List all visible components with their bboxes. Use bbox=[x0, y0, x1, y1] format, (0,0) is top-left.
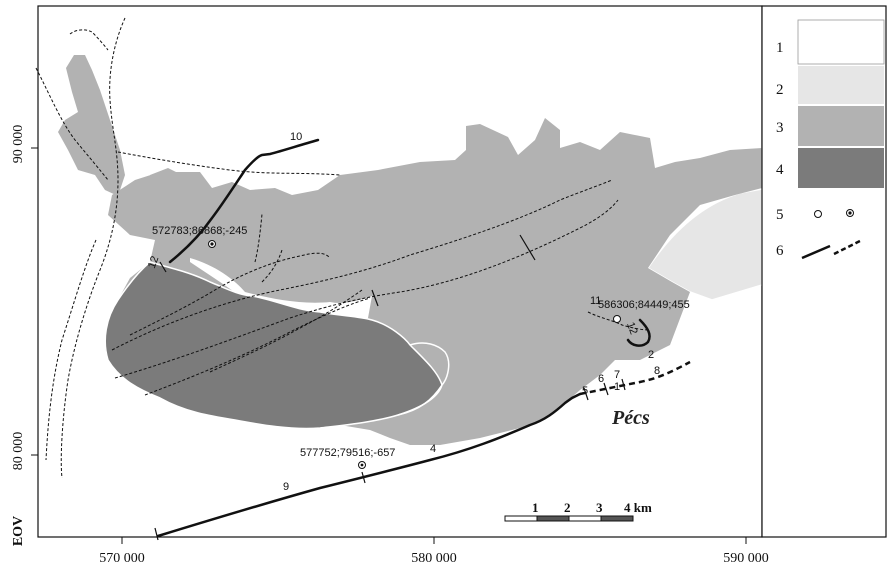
point-label-1: 572783;86868;-245 bbox=[152, 225, 247, 237]
scale-label-3: 3 bbox=[596, 500, 603, 515]
line-num-10: 10 bbox=[290, 131, 302, 143]
borehole-2-marker bbox=[613, 315, 621, 323]
points bbox=[208, 240, 621, 469]
fault-4 bbox=[144, 297, 371, 396]
legend-num-2: 2 bbox=[776, 82, 784, 98]
fault-5 bbox=[209, 289, 363, 373]
x-tick-label-590: 590 000 bbox=[723, 551, 769, 566]
legend-swatch-4 bbox=[798, 148, 884, 188]
legend-swatch-1 bbox=[797, 19, 885, 65]
legend-symbol-5b-dot bbox=[848, 211, 852, 215]
tick-d bbox=[371, 289, 379, 307]
scale-bar bbox=[504, 515, 634, 522]
line-10 bbox=[168, 138, 320, 264]
city-label: Pécs bbox=[611, 407, 650, 429]
x-tick-label-580: 580 000 bbox=[411, 551, 457, 566]
tick-a bbox=[154, 527, 159, 541]
region-class1-gap bbox=[190, 258, 372, 320]
point-label-3: 577752;79516;-657 bbox=[300, 447, 395, 459]
legend-num-4: 4 bbox=[776, 162, 784, 178]
fault-7 bbox=[254, 213, 263, 263]
line-num-1: 1 bbox=[614, 381, 620, 393]
solid-lines bbox=[156, 138, 651, 538]
legend-symbol-6-dashed bbox=[833, 238, 863, 256]
tick-g bbox=[621, 378, 626, 391]
tick-h bbox=[159, 261, 167, 273]
legend-symbol-6-solid bbox=[801, 244, 831, 260]
legend-swatch-3 bbox=[798, 106, 884, 146]
line-num-2: 2 bbox=[648, 349, 654, 361]
fault-3 bbox=[129, 252, 331, 336]
fault-11 bbox=[587, 311, 651, 331]
line-num-12-east: 12 bbox=[624, 321, 639, 337]
legend-symbol-5a bbox=[814, 210, 822, 218]
line-num-7: 7 bbox=[614, 369, 620, 381]
tick-f bbox=[603, 382, 609, 396]
line-8 bbox=[579, 360, 691, 396]
line-num-12-west: 12 bbox=[146, 255, 161, 271]
legend-swatches bbox=[797, 19, 885, 260]
axis-label-eov: EOV bbox=[11, 516, 26, 546]
point-label-2: 586306;84449;455 bbox=[598, 299, 690, 311]
line-12-east bbox=[626, 318, 651, 347]
fault-w1 bbox=[60, 17, 126, 479]
legend-swatch-2 bbox=[798, 66, 884, 104]
fault-2 bbox=[114, 199, 619, 379]
line-num-4: 4 bbox=[430, 443, 436, 455]
scale-label-4: 4 km bbox=[624, 500, 652, 515]
tick-e bbox=[583, 387, 589, 401]
legend-num-1: 1 bbox=[776, 40, 784, 56]
region-class2 bbox=[646, 188, 763, 301]
legend-num-5: 5 bbox=[776, 207, 784, 223]
scale-label-2: 2 bbox=[564, 500, 571, 515]
legend-num-3: 3 bbox=[776, 120, 784, 136]
line-num-8: 8 bbox=[654, 365, 660, 377]
region-class3-outline bbox=[397, 342, 450, 416]
scale-seg-2 bbox=[536, 515, 570, 522]
scale-seg-3 bbox=[568, 515, 602, 522]
tick-c bbox=[519, 234, 536, 261]
line-num-11: 11 bbox=[590, 295, 601, 307]
scale-label-1: 1 bbox=[532, 500, 539, 515]
x-tick-label-570: 570 000 bbox=[99, 551, 145, 566]
borehole-3-dot bbox=[360, 463, 364, 467]
line-num-5: 5 bbox=[582, 385, 588, 397]
axis-ticks bbox=[31, 147, 747, 544]
legend-num-6: 6 bbox=[776, 243, 784, 259]
borehole-1-dot bbox=[210, 242, 214, 246]
tick-b bbox=[361, 471, 366, 484]
line-9-4 bbox=[156, 392, 582, 538]
fault-1 bbox=[111, 179, 613, 351]
fault-w2 bbox=[69, 29, 109, 51]
line-ticks bbox=[154, 234, 626, 541]
region-class3-north2 bbox=[150, 168, 238, 215]
line-num-6: 6 bbox=[598, 373, 604, 385]
y-tick-label-90: 90 000 bbox=[11, 125, 26, 164]
fault-n1 bbox=[117, 151, 341, 176]
fault-w4 bbox=[45, 239, 97, 461]
line-num-9: 9 bbox=[283, 481, 289, 493]
y-tick-label-80: 80 000 bbox=[11, 432, 26, 471]
scale-seg-1 bbox=[504, 515, 538, 522]
scale-seg-4 bbox=[600, 515, 634, 522]
faults bbox=[35, 17, 651, 479]
fault-w3 bbox=[35, 67, 109, 181]
region-class3-north bbox=[58, 55, 125, 196]
